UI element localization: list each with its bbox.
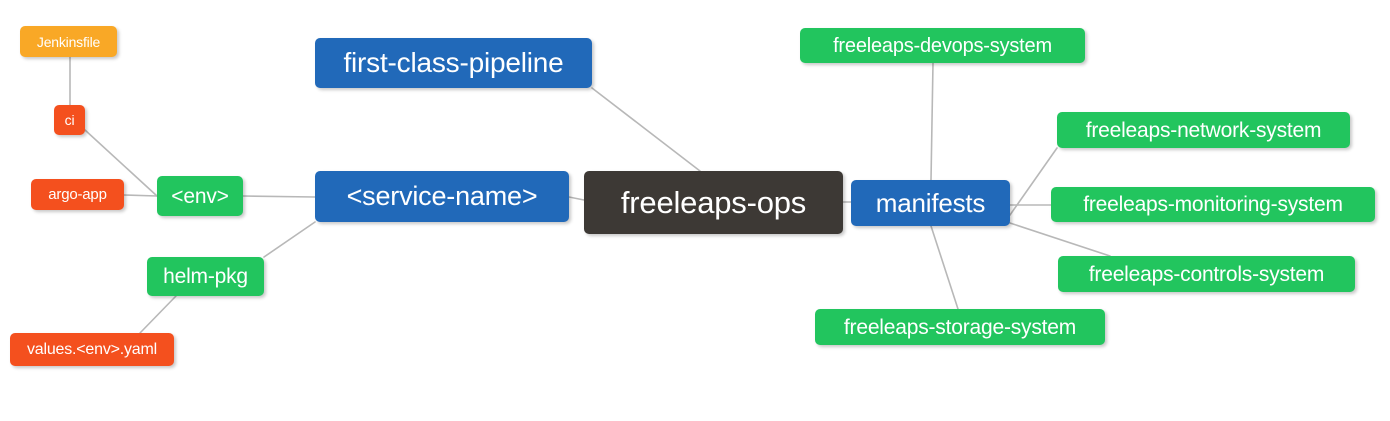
node-label-freeleaps-storage-system: freeleaps-storage-system [843, 315, 1077, 339]
node-helm-pkg[interactable]: helm-pkg [147, 257, 264, 296]
node-label-freeleaps-controls-system: freeleaps-controls-system [1088, 262, 1325, 286]
node-freeleaps-storage-system[interactable]: freeleaps-storage-system [815, 309, 1105, 345]
node-label-service-name: <service-name> [346, 181, 538, 211]
node-freeleaps-ops[interactable]: freeleaps-ops [584, 171, 843, 234]
node-freeleaps-controls-system[interactable]: freeleaps-controls-system [1058, 256, 1355, 292]
node-label-ci: ci [64, 112, 75, 128]
node-freeleaps-monitoring-system[interactable]: freeleaps-monitoring-system [1051, 187, 1375, 222]
node-env[interactable]: <env> [157, 176, 243, 216]
node-label-freeleaps-ops: freeleaps-ops [620, 185, 807, 220]
edge-manifests-to-freeleaps-storage-system [930, 225, 959, 310]
edge-env-to-service-name [242, 195, 316, 198]
node-label-freeleaps-monitoring-system: freeleaps-monitoring-system [1083, 193, 1343, 216]
edge-manifests-to-freeleaps-devops-system [930, 62, 934, 181]
edge-manifests-to-freeleaps-controls-system [1009, 222, 1111, 257]
node-label-values-env-yaml: values.<env>.yaml [26, 340, 157, 358]
node-jenkinsfile[interactable]: Jenkinsfile [20, 26, 117, 57]
node-label-first-class-pipeline: first-class-pipeline [343, 47, 564, 78]
edge-service-name-to-helm-pkg [263, 221, 316, 258]
node-label-freeleaps-devops-system: freeleaps-devops-system [833, 34, 1052, 57]
node-label-manifests: manifests [875, 188, 986, 218]
edge-argo-app-to-env [123, 194, 158, 197]
node-ci[interactable]: ci [54, 105, 85, 135]
node-manifests[interactable]: manifests [851, 180, 1010, 226]
node-label-jenkinsfile: Jenkinsfile [36, 33, 101, 50]
node-service-name[interactable]: <service-name> [315, 171, 569, 222]
node-values-env-yaml[interactable]: values.<env>.yaml [10, 333, 174, 366]
node-label-freeleaps-network-system: freeleaps-network-system [1085, 118, 1322, 142]
node-freeleaps-network-system[interactable]: freeleaps-network-system [1057, 112, 1350, 148]
edge-first-class-pipeline-to-freeleaps-ops [591, 87, 701, 172]
node-label-helm-pkg: helm-pkg [163, 265, 248, 288]
node-label-env: <env> [171, 184, 229, 208]
edge-service-name-to-freeleaps-ops [568, 196, 585, 201]
node-first-class-pipeline[interactable]: first-class-pipeline [315, 38, 592, 88]
node-argo-app[interactable]: argo-app [31, 179, 124, 210]
node-freeleaps-devops-system[interactable]: freeleaps-devops-system [800, 28, 1085, 63]
edge-manifests-to-freeleaps-network-system [1009, 147, 1058, 216]
edge-helm-pkg-to-values-env-yaml [139, 295, 177, 334]
node-label-argo-app: argo-app [48, 186, 107, 203]
